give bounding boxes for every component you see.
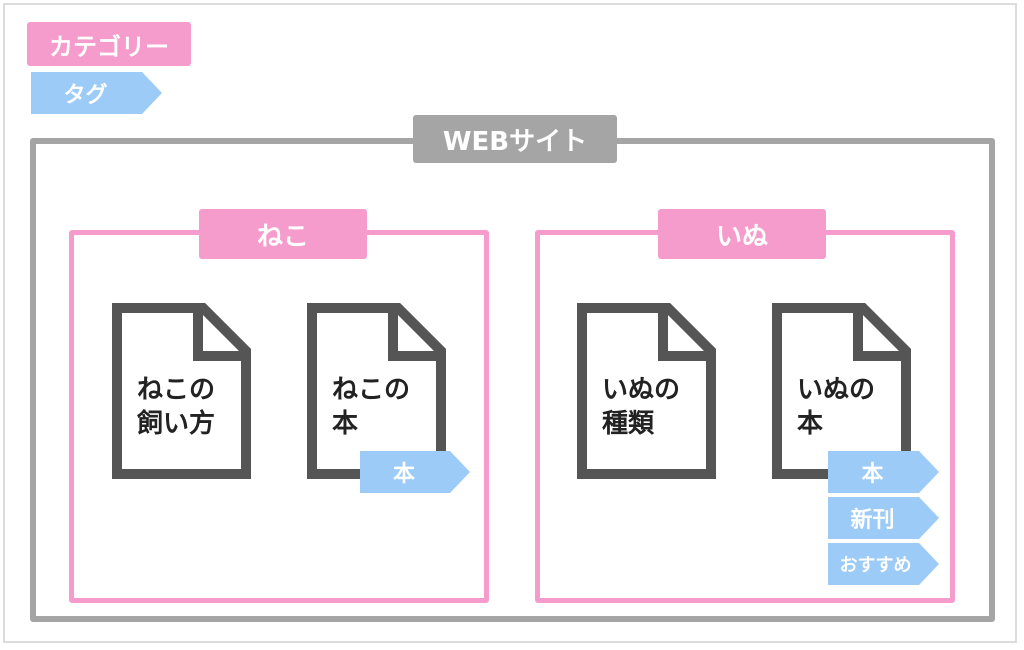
document-title-line2: 本 — [797, 409, 824, 439]
category-label-dog: いぬ — [658, 209, 826, 259]
document-title-line1: いぬの — [602, 375, 681, 405]
tag-recommended: おすすめ — [828, 543, 939, 585]
document-icon-dog-book: いぬの 本 — [772, 303, 911, 479]
document-title-line1: ねこの — [332, 375, 411, 405]
document-title-line1: ねこの — [137, 375, 216, 405]
website-label: WEBサイト — [413, 115, 617, 163]
document-title-line2: 飼い方 — [137, 409, 216, 439]
document-icon-dog-types: いぬの 種類 — [577, 303, 716, 479]
document-icon-cat-book: ねこの 本 — [307, 303, 446, 479]
tag-new-release: 新刊 — [828, 497, 939, 539]
document-title-line2: 種類 — [602, 409, 655, 439]
legend-tag-badge: タグ — [31, 72, 162, 114]
tag-book-cat: 本 — [360, 451, 470, 493]
tag-book-dog: 本 — [828, 451, 939, 493]
category-label-cat: ねこ — [199, 209, 367, 259]
document-icon-cat-care: ねこの 飼い方 — [112, 303, 251, 479]
outer-frame — [3, 3, 1017, 643]
document-title-line2: 本 — [332, 409, 359, 439]
legend-category-badge: カテゴリー — [27, 22, 191, 66]
document-title-line1: いぬの — [797, 375, 876, 405]
